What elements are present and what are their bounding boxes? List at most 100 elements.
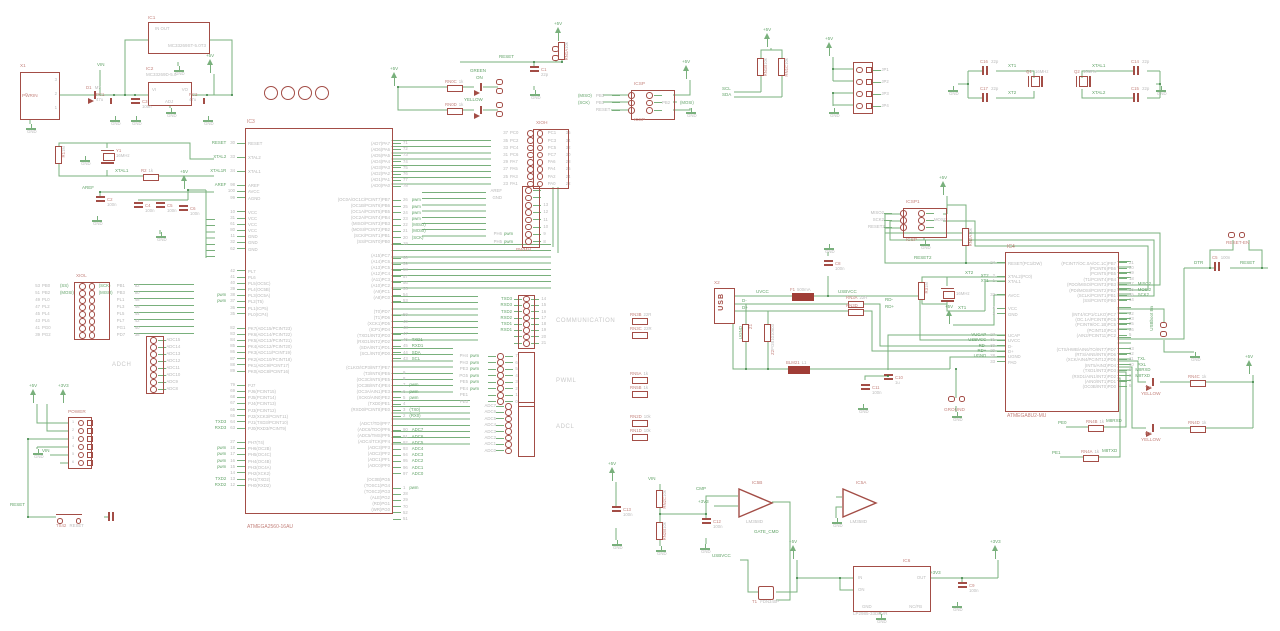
ic4-pin: 7 [1119,378,1175,383]
xiol-title: XIOL [76,273,87,278]
ic3-pin: 41 [149,274,245,280]
part [474,82,482,101]
junction-dot [964,261,968,265]
supply-arrow-+5V: +5V [945,304,953,324]
label-yellow: YELLOW [1141,391,1161,396]
ic4-pin: 33 [951,359,1005,364]
junction-dot [960,576,964,580]
ic3-pin: 4 [393,401,453,407]
label-power: POWER [68,409,86,414]
junction-dot [1251,380,1255,384]
ic3-pin: 27 [149,439,245,445]
resistor-RN1A: RN1A10k [558,42,569,60]
ic3-pin: 52 [393,510,453,516]
label-sda: SDA [722,92,732,97]
gnd-symbol: GND [530,90,541,100]
junction-dot [744,367,748,371]
ic4-pin: 6 [1119,384,1175,389]
label-d-: D- [742,298,747,303]
power-row: 5 [70,451,95,459]
label-reset: RESET [1240,260,1256,265]
gnd-symbol: GND [1156,86,1167,96]
ic3-pin: 20(SCK) [393,235,453,241]
gnd-symbol: GND [1190,352,1201,362]
ic4-pin: 21 [1119,260,1175,265]
adcl-row: ADC2 [470,434,513,442]
supply-arrow-+5V: +5V [180,169,188,189]
junction-dot [826,294,830,298]
label-tx: TX [1145,385,1151,390]
junction-dot [838,576,842,580]
capacitor-C5: C5 100n [1212,255,1230,271]
ic3-pin: 56 [393,280,453,286]
ic3-pin: 79 [149,382,245,388]
usb-connector: USB [714,288,735,324]
ic3-pin: 58 [393,267,453,273]
resistor-Z2: Z2PGB1010603 [764,324,775,355]
icsp-row: (SCK)PB1 PB2(MOSI) [578,99,694,107]
adch-row: ADC10 [149,372,180,379]
ic3-pin: 71 [393,140,453,146]
gnd-symbol: GND [952,602,963,612]
junction-dot [1260,266,1264,270]
junction-dot [112,93,116,97]
label-cmp: CMP [696,486,706,491]
label-reset2: RESET2 [914,255,932,260]
ic3-pin: 53 [393,298,453,304]
label-yellow: YELLOW [1141,437,1161,442]
adch-row: ADC11 [149,365,180,372]
ic3-pin: 61 [149,221,245,227]
ic3-pin: 76 [393,171,453,177]
label-rx: RX [1145,431,1152,436]
ic3-pin: 84 [149,337,245,343]
label-green: GREEN [470,68,487,73]
gnd-symbol: GND [858,404,869,414]
junction-dot [704,512,708,516]
label-reset: RESET [10,502,26,507]
ic3-pin: 68 [149,394,245,400]
label-+3v3: +3V3 [930,570,941,575]
ic3-pin: 54 [393,292,453,298]
ic1-pins: IN OUT [155,26,170,31]
supply-arrow-+5V: +5V [29,383,37,403]
supply-arrow-+5V: +5V [763,27,771,47]
ic4-pin: 3 [951,311,1005,316]
resistor-RN1C: RN1C10k [778,58,789,77]
ic3-pin: 39 [149,286,245,292]
junction-dot [133,93,137,97]
ic3-pin: 22(MISO) [393,222,453,228]
junction-dot [954,367,958,371]
junction-dot [532,60,536,64]
bus-pc [391,244,551,290]
part [1146,377,1154,396]
gnd-symbol: GND [33,449,44,459]
resistor-RN2C: RN2C10k [656,490,667,509]
junction-dot [1208,266,1212,270]
label-xtal1: XTAL1 [1092,63,1106,68]
ic4-pin: 5 [1119,332,1175,338]
usb-label: USB [718,293,725,311]
ic3-pin: 77 [393,177,453,183]
label-ground: GROUND [944,407,965,412]
label-xt2: XT2 [1008,90,1017,95]
label-d+: D+ [742,305,748,310]
